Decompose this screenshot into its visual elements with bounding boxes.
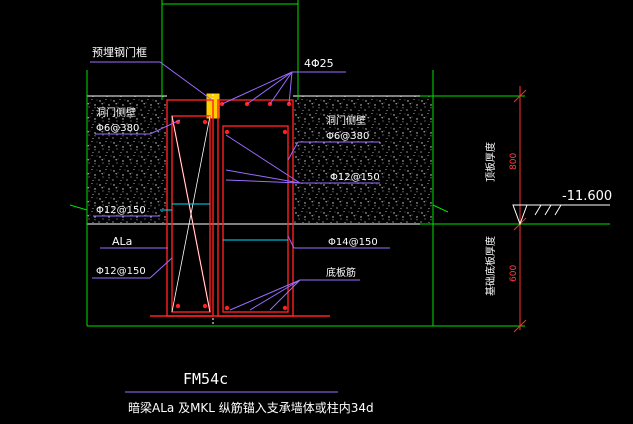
label-embedded-door-frame: 预埋钢门框	[92, 45, 147, 59]
label-left-stirrup-name: 洞门侧壁	[96, 106, 136, 119]
dim-top-section-label: 顶板厚度	[484, 142, 497, 182]
elevation-label: -11.600	[562, 189, 612, 204]
frame-lines	[87, 95, 433, 225]
label-left-vertical: Φ12@150	[96, 266, 146, 277]
label-beam-name: ALa	[112, 235, 132, 248]
dim-top-section-value: 800	[509, 153, 519, 170]
green-grid-lines	[69, 0, 610, 327]
dim-bottom-section-value: 600	[509, 265, 519, 282]
drawing-title: FM54c	[183, 370, 228, 388]
top-slab-concrete	[87, 96, 433, 224]
dim-bottom-section-label: 基础底板厚度	[484, 236, 497, 296]
left-beam-cage	[166, 99, 214, 317]
label-bottom-bar: 底板筋	[326, 266, 356, 279]
leader-lines	[90, 61, 390, 393]
tie-lines	[160, 203, 288, 241]
label-right-stirrup-spec: Φ6@380	[326, 131, 369, 142]
elevation-marker	[512, 204, 610, 226]
label-right-stirrup-name: 洞门侧壁	[326, 114, 366, 127]
label-left-tie: Φ12@150	[96, 205, 146, 216]
label-right-vertical: Φ14@150	[328, 237, 378, 248]
label-top-bars: 4Φ25	[304, 57, 334, 70]
right-beam-cage	[217, 99, 294, 317]
label-right-tie: Φ12@150	[330, 172, 380, 183]
rebar-dots	[175, 101, 292, 311]
label-left-stirrup-spec: Φ6@380	[96, 123, 139, 134]
drawing-note: 暗梁ALa 及MKL 纵筋锚入支承墙体或柱内34d	[128, 400, 374, 415]
dimension-chain	[513, 86, 527, 333]
